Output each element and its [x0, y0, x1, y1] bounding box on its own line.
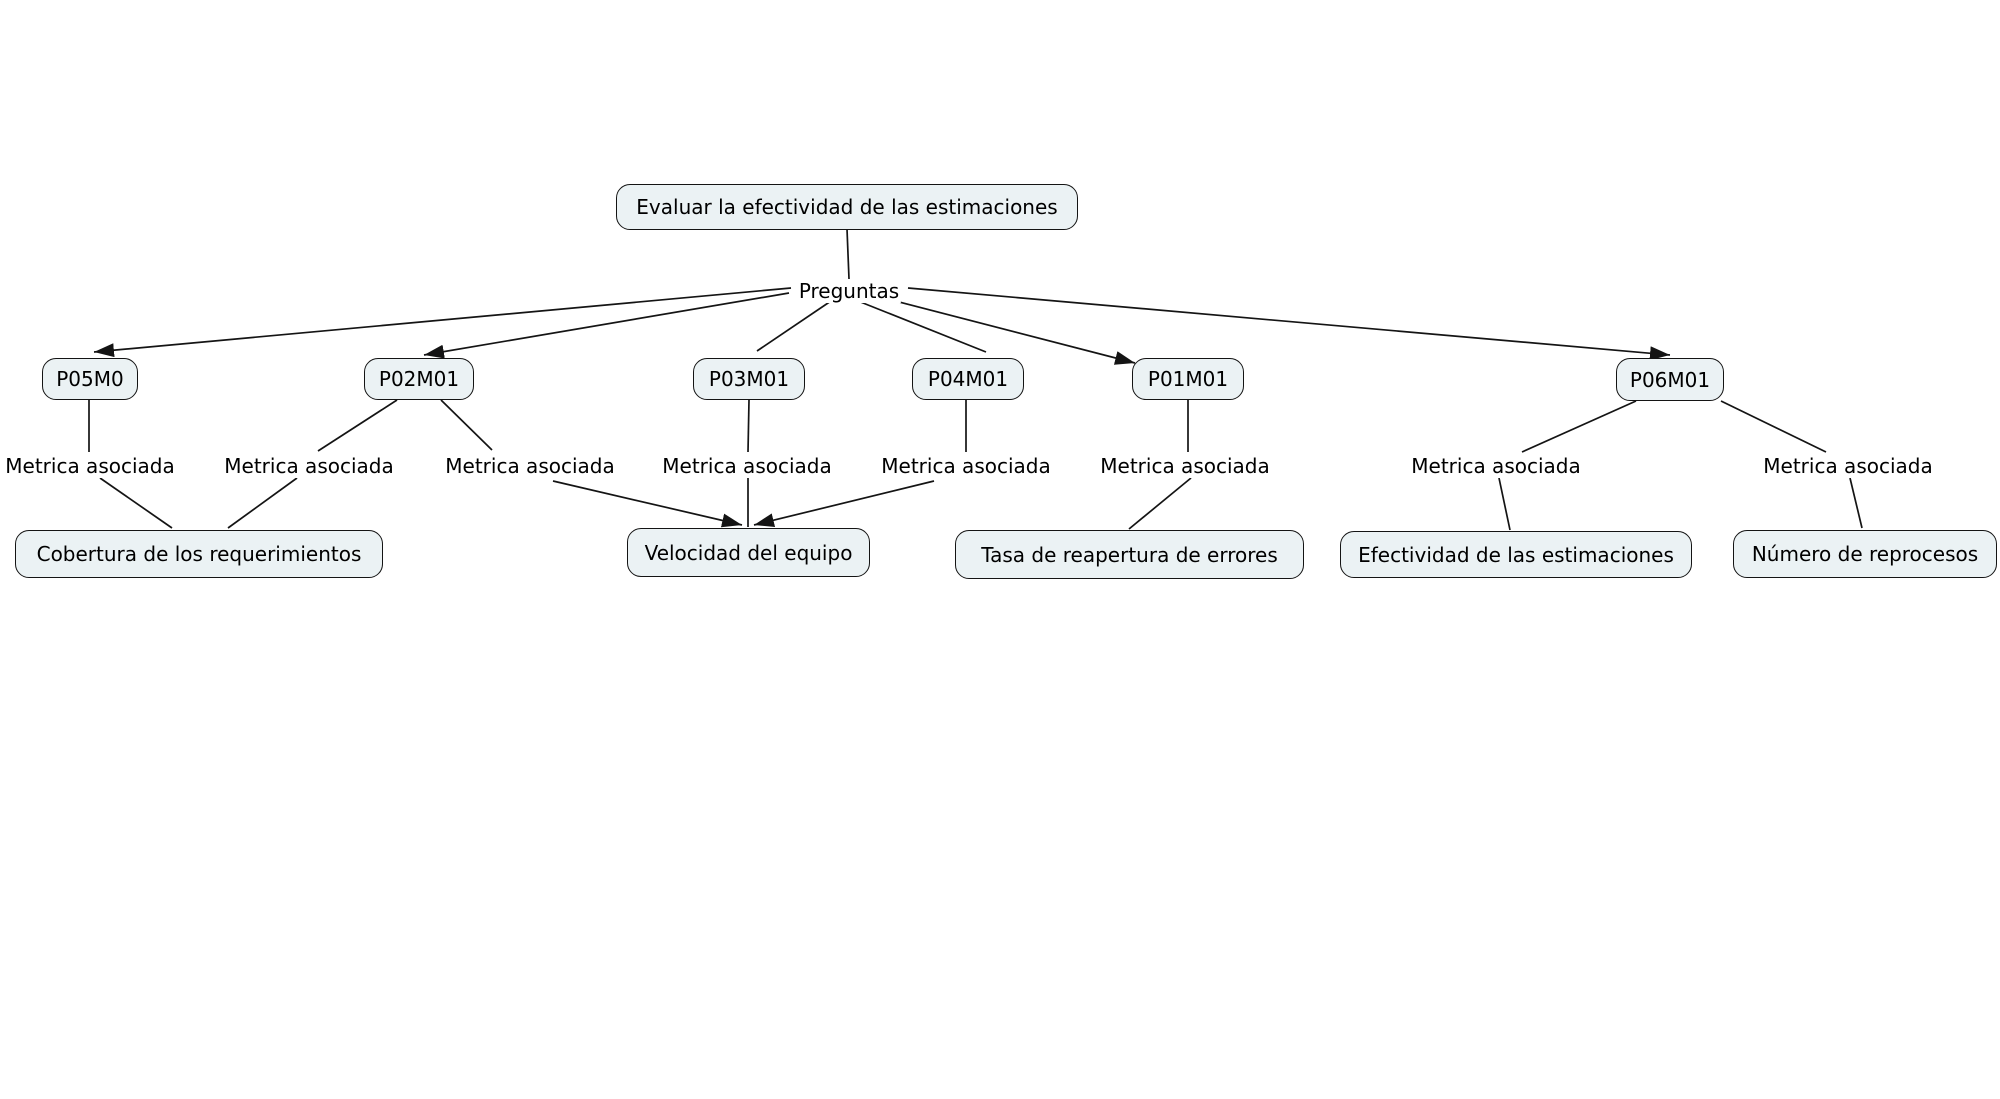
edge-label-metrica-asociada-6: Metrica asociada: [1098, 454, 1272, 478]
edge-label-metrica-asociada-4: Metrica asociada: [660, 454, 834, 478]
edge-preguntas-p06m01: [907, 287, 1671, 361]
edge-p06m01-label-left: [1521, 400, 1637, 453]
edge-label-velocidad-right: [753, 480, 935, 528]
metric-node-efectividad: Efectividad de las estimaciones: [1340, 531, 1692, 578]
edge-label-tasa: [1128, 477, 1192, 530]
goal-node: Evaluar la efectividad de las estimacion…: [616, 184, 1078, 230]
edge-label-efectividad: [1498, 477, 1511, 531]
edge-label-cobertura-right: [227, 477, 298, 529]
metric-node-numero-reprocesos: Número de reprocesos: [1733, 530, 1997, 578]
edge-label-metrica-asociada-1: Metrica asociada: [3, 454, 177, 478]
edge-p03m01-label: [747, 399, 750, 453]
edge-preguntas-p01m01: [879, 296, 1136, 365]
edge-preguntas-p05m0: [93, 287, 792, 358]
edge-p06m01-label-right: [1720, 400, 1827, 453]
edge-label-cobertura-left: [99, 477, 173, 529]
edge-label-numero: [1849, 477, 1863, 529]
question-node-p04m01: P04M01: [912, 358, 1024, 400]
edge-goal-preguntas: [846, 228, 850, 280]
metric-node-cobertura: Cobertura de los requerimientos: [15, 530, 383, 578]
edge-preguntas-p04m01: [857, 300, 987, 353]
question-node-p03m01: P03M01: [693, 358, 805, 400]
question-node-p05m0: P05M0: [42, 358, 138, 400]
edge-label-velocidad-left: [552, 480, 743, 528]
edge-label-metrica-asociada-5: Metrica asociada: [879, 454, 1053, 478]
preguntas-connector-label: Preguntas: [796, 279, 902, 303]
question-node-p01m01: P01M01: [1132, 358, 1244, 400]
edge-label-metrica-asociada-2: Metrica asociada: [222, 454, 396, 478]
metric-node-tasa-reapertura: Tasa de reapertura de errores: [955, 530, 1304, 579]
edge-label-metrica-asociada-7: Metrica asociada: [1409, 454, 1583, 478]
question-node-p06m01: P06M01: [1616, 358, 1724, 401]
edge-p02m01-label-right: [440, 399, 493, 451]
metric-node-velocidad: Velocidad del equipo: [627, 528, 870, 577]
edge-preguntas-p02m01: [423, 292, 790, 359]
question-node-p02m01: P02M01: [364, 358, 474, 400]
edge-preguntas-p03m01: [756, 300, 832, 352]
edge-p02m01-label-left: [317, 399, 398, 452]
edge-label-metrica-asociada-8: Metrica asociada: [1761, 454, 1935, 478]
edge-label-metrica-asociada-3: Metrica asociada: [443, 454, 617, 478]
